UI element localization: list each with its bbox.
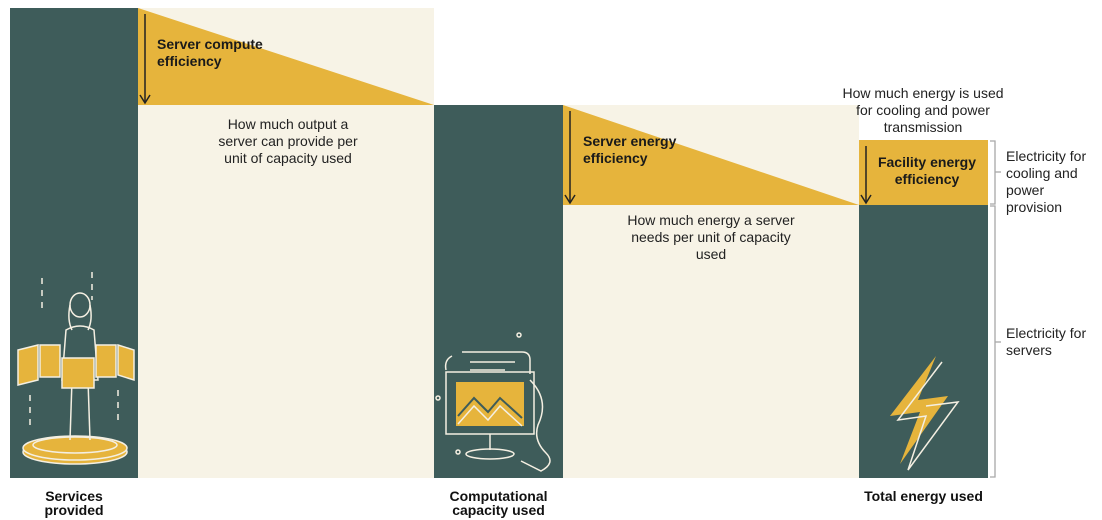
- servers-bracket: [990, 205, 1001, 478]
- server-compute-efficiency-label: Server compute efficiency: [157, 36, 263, 69]
- total-energy-column: [859, 205, 988, 478]
- services-provided-label: Services provided: [44, 488, 104, 518]
- server-energy-description: How much energy a server needs per unit …: [627, 212, 795, 262]
- down-arrow-icon: [139, 14, 151, 105]
- facility-energy-box: [859, 140, 988, 205]
- monitor-chart-icon: [435, 332, 551, 472]
- down-arrow-icon: [860, 146, 872, 205]
- total-energy-label: Total energy used: [864, 488, 983, 504]
- computational-capacity-label: Computational capacity used: [449, 488, 548, 518]
- facility-energy-efficiency-label: Facility energy efficiency: [877, 154, 977, 187]
- cooling-bracket-label: Electricity for cooling and power provis…: [1006, 148, 1087, 215]
- servers-bracket-label: Electricity for servers: [1006, 325, 1087, 358]
- down-arrow-icon: [564, 111, 576, 205]
- lightning-bolt-icon: [890, 356, 960, 471]
- facility-energy-description: How much energy is used for cooling and …: [842, 85, 1004, 135]
- server-energy-wedge: [563, 105, 859, 205]
- cooling-bracket: [990, 140, 1001, 205]
- services-column: [10, 8, 138, 478]
- server-compute-description: How much output a server can provide per…: [218, 116, 358, 166]
- server-energy-efficiency-label: Server energy efficiency: [583, 133, 677, 166]
- server-compute-wedge: [138, 8, 434, 105]
- person-with-screens-icon: [17, 272, 135, 465]
